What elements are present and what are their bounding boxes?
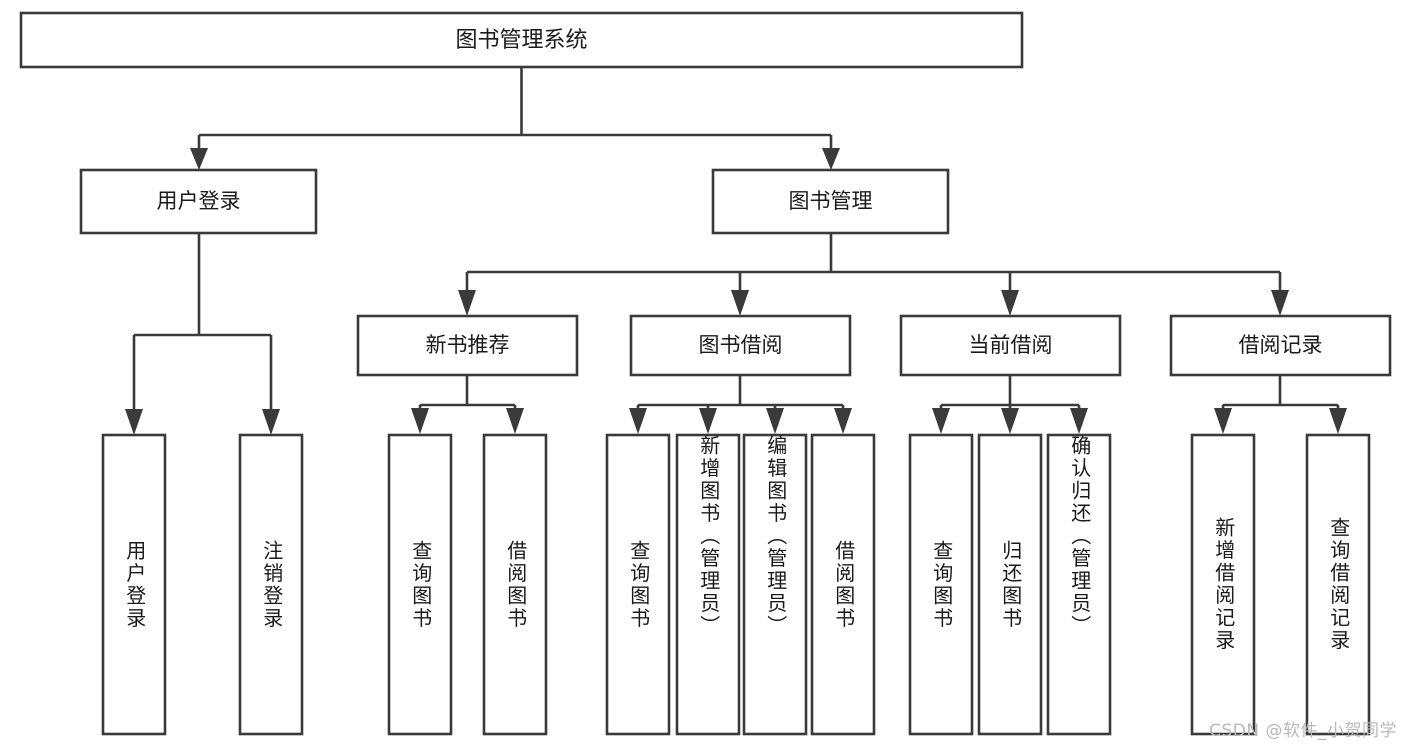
leaf-rect-logout[interactable] [238, 433, 304, 736]
arrow-head-user-login [190, 148, 208, 170]
arrow-head-leaf-add-record [1214, 408, 1232, 434]
arrow-head-leaf-user-login [125, 409, 143, 435]
connector-group-borrow-record [1214, 375, 1347, 434]
node-book-borrow-rect [629, 314, 852, 377]
arrow-head-leaf-edit-book [766, 408, 784, 434]
node-book-management-rect [711, 168, 950, 235]
leaf-rect-query-books-3[interactable] [908, 433, 974, 736]
node-book-borrow-label: 图书借阅 [699, 333, 783, 357]
arrow-head-book-management [822, 148, 840, 170]
node-user-login-label: 用户登录 [157, 189, 241, 213]
node-title-label: 图书管理系统 [455, 28, 587, 53]
arrow-head-leaf-borrow-books-1 [506, 408, 524, 434]
connector-group-root [190, 67, 840, 170]
arrow-head-book-borrow [731, 290, 749, 316]
node-new-book-recommend-label: 新书推荐 [426, 333, 510, 357]
leaf-rect-query-books-2[interactable] [605, 433, 671, 736]
leaf-rect-borrow-books-2[interactable] [810, 433, 876, 736]
arrow-head-new-book-recommend [458, 290, 476, 316]
connector-group-book-management [458, 233, 1289, 316]
leaf-rect-add-book[interactable] [675, 433, 741, 736]
node-title-box[interactable]: 图书管理系统 [19, 11, 1024, 69]
leaf-rect-return-book[interactable] [977, 433, 1043, 736]
leaf-rect-user-login[interactable] [101, 433, 167, 736]
connector-group-book-borrow [629, 375, 852, 434]
arrow-head-leaf-query-books-3 [932, 408, 950, 434]
arrow-head-leaf-query-record [1329, 408, 1347, 434]
arrow-head-current-borrow [1001, 290, 1019, 316]
arrow-head-leaf-add-book [699, 408, 717, 434]
leaf-rect-add-record[interactable] [1190, 433, 1256, 736]
arrow-head-leaf-query-books-1 [411, 408, 429, 434]
arrow-head-leaf-borrow-books-2 [834, 408, 852, 434]
node-book-management[interactable]: 图书管理 [711, 168, 950, 235]
arrow-head-leaf-confirm-return [1070, 408, 1088, 434]
leaf-rect-query-record[interactable] [1305, 433, 1371, 736]
node-user-login[interactable]: 用户登录 [79, 168, 318, 235]
node-book-borrow[interactable]: 图书借阅 [629, 314, 852, 377]
arrow-head-leaf-logout [262, 409, 280, 435]
leaf-rect-edit-book[interactable] [742, 433, 808, 736]
csdn-watermark: CSDN @软件_小贺同学 [1209, 721, 1397, 741]
node-borrow-record-label: 借阅记录 [1239, 333, 1323, 357]
node-current-borrow-rect [899, 314, 1122, 377]
node-book-management-label: 图书管理 [789, 189, 873, 213]
arrow-head-leaf-query-books-2 [629, 408, 647, 434]
node-title-rect [19, 11, 1024, 69]
arrow-head-leaf-return-book [1001, 408, 1019, 434]
node-borrow-record-rect [1169, 314, 1392, 377]
node-current-borrow-label: 当前借阅 [969, 333, 1053, 357]
leaf-rect-confirm-return[interactable] [1046, 433, 1112, 736]
leaf-rect-borrow-books-1[interactable] [482, 433, 548, 736]
node-new-book-recommend[interactable]: 新书推荐 [356, 314, 579, 377]
arrow-head-borrow-record [1271, 290, 1289, 316]
node-borrow-record[interactable]: 借阅记录 [1169, 314, 1392, 377]
connector-group-current-borrow [932, 375, 1088, 434]
node-new-book-recommend-rect [356, 314, 579, 377]
node-user-login-rect [79, 168, 318, 235]
connector-group-user-login [125, 233, 280, 435]
node-current-borrow[interactable]: 当前借阅 [899, 314, 1122, 377]
connector-group-new-book-recommend [411, 375, 524, 434]
leaf-rect-query-books-1[interactable] [387, 433, 453, 736]
